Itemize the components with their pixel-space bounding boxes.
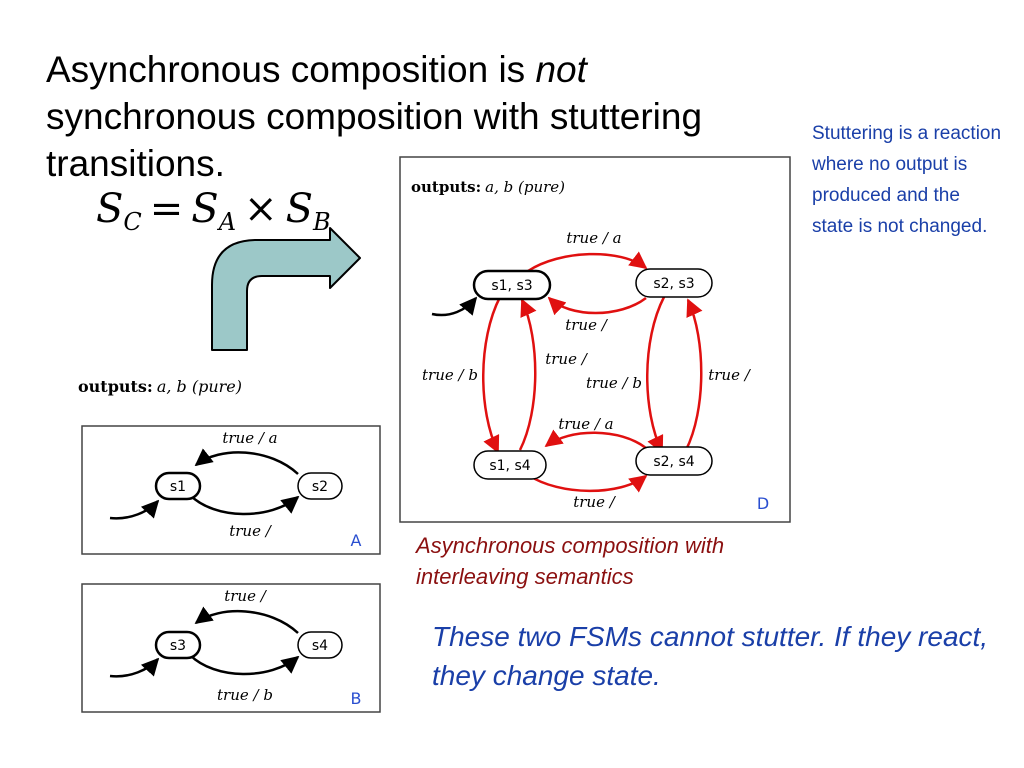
transition-d-center-lower	[646, 296, 666, 454]
label-d-center-upper: true /	[545, 350, 589, 368]
label-a-top: true / a	[222, 429, 277, 447]
transition-b-bottom	[189, 654, 300, 676]
slide-title: Asynchronous composition is not synchron…	[46, 46, 806, 187]
state-s3	[154, 630, 202, 660]
stuttering-note: Stuttering is a reaction where no output…	[812, 123, 1002, 237]
label-a-bottom: true /	[229, 522, 273, 540]
transition-d-center-upper	[518, 298, 537, 451]
state-s1-s3-label: s1, s3	[491, 278, 532, 294]
state-s1	[154, 471, 202, 501]
async-caption: Asynchronous composition with interleavi…	[416, 533, 725, 589]
state-s3-label: s3	[170, 638, 186, 654]
label-d-bottom-upper: true / a	[558, 415, 613, 433]
state-s4-label: s4	[312, 638, 328, 654]
state-s1-s3	[472, 269, 552, 301]
label-b-bottom: true / b	[217, 686, 273, 704]
state-s1-s4	[473, 450, 547, 480]
state-s1-s4-label: s1, s4	[489, 458, 530, 474]
title-part1: Asynchronous composition is	[46, 49, 536, 90]
tag-b: B	[351, 689, 362, 708]
label-d-bottom-lower: true /	[573, 493, 617, 511]
transition-d-bottom-upper	[544, 429, 647, 449]
tag-d: D	[757, 494, 769, 513]
label-b-top: true /	[224, 587, 268, 605]
state-s2-label: s2	[312, 479, 328, 495]
composition-formula: SC=SA×SB	[96, 186, 331, 236]
transition-a-top	[194, 448, 299, 475]
state-s2-s4	[635, 446, 713, 476]
initial-arrow-b	[109, 657, 160, 678]
label-d-center-lower: true / b	[586, 374, 642, 392]
state-s2-s4-label: s2, s4	[653, 454, 694, 470]
transition-b-top	[194, 606, 299, 634]
state-s2-s3	[635, 268, 713, 298]
state-s4	[297, 631, 343, 659]
outputs-label-ab: outputs:a, b (pure)	[78, 377, 242, 396]
transition-d-left-outer	[482, 296, 502, 454]
title-part2: synchronous composition with stuttering …	[46, 96, 703, 184]
outputs-label-d: outputs:a, b (pure)	[411, 178, 565, 196]
transition-d-bottom-lower	[527, 473, 648, 493]
machine-a: s1 s2 true / a true / A	[81, 425, 381, 555]
label-d-top-upper: true / a	[566, 229, 621, 247]
transition-d-right-outer	[684, 298, 703, 451]
initial-arrow-a	[109, 499, 160, 520]
title-emphasis: not	[535, 49, 587, 90]
transition-d-top-lower	[547, 296, 647, 316]
tag-a: A	[351, 531, 362, 550]
transition-d-top-upper	[527, 251, 648, 273]
state-s2	[297, 472, 343, 500]
machine-b: s3 s4 true / true / b B	[81, 583, 381, 713]
state-s2-s3-label: s2, s3	[653, 276, 694, 292]
transition-a-bottom	[189, 494, 300, 516]
initial-arrow-d	[431, 296, 478, 317]
composition-arrow-icon	[211, 227, 361, 351]
label-d-top-lower: true /	[565, 316, 609, 334]
state-s1-label: s1	[170, 479, 186, 495]
stutter-caption: These two FSMs cannot stutter. If they r…	[432, 621, 989, 691]
label-d-right-outer: true /	[708, 366, 752, 384]
label-d-left-outer: true / b	[422, 366, 478, 384]
machine-d: outputs:a, b (pure) s1, s3 s2, s3 s1, s4…	[399, 156, 791, 523]
